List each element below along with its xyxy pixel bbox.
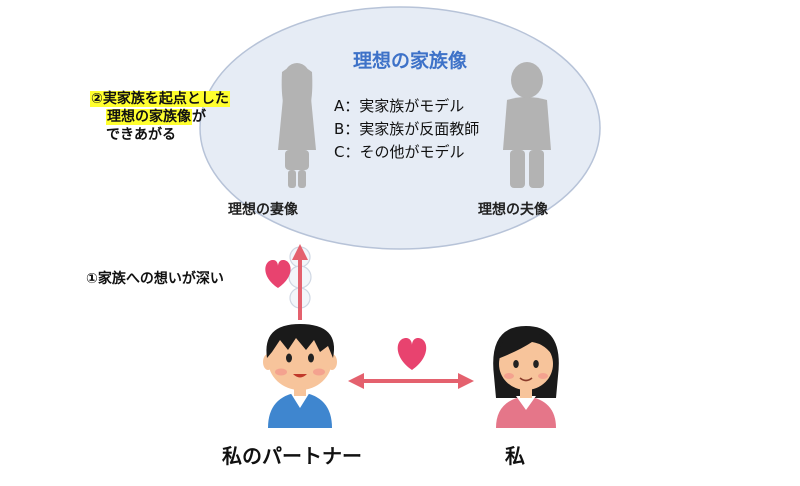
ideal-wife-label: 理想の妻像 bbox=[228, 202, 298, 218]
heart-icon bbox=[397, 338, 427, 370]
note2-line1: ②実家族を起点とした bbox=[90, 91, 230, 107]
heart-icon bbox=[265, 260, 291, 288]
me-label: 私 bbox=[505, 444, 525, 468]
note-family-feelings: ①家族への想いが深い bbox=[86, 271, 224, 287]
option-b: B：実家族が反面教師 bbox=[334, 120, 480, 138]
option-c: C：その他がモデル bbox=[334, 143, 465, 161]
girl-icon bbox=[493, 326, 559, 428]
note2-line3: できあがる bbox=[106, 127, 176, 143]
ideal-family-title: 理想の家族像 bbox=[352, 50, 467, 72]
ideal-husband-label: 理想の夫像 bbox=[478, 202, 548, 218]
partner-label: 私のパートナー bbox=[222, 444, 362, 468]
boy-icon bbox=[263, 324, 337, 428]
woman-silhouette-icon bbox=[278, 63, 316, 188]
ideal-options-list: A：実家族がモデル B：実家族が反面教師 C：その他がモデル bbox=[334, 95, 479, 164]
note2-line2-suffix: が bbox=[192, 109, 206, 125]
note2-line2: 理想の家族像 bbox=[106, 109, 192, 125]
man-silhouette-icon bbox=[503, 62, 551, 188]
option-a: A：実家族がモデル bbox=[334, 97, 465, 115]
note-ideal-forms: ②実家族を起点とした 理想の家族像が できあがる bbox=[90, 90, 230, 144]
